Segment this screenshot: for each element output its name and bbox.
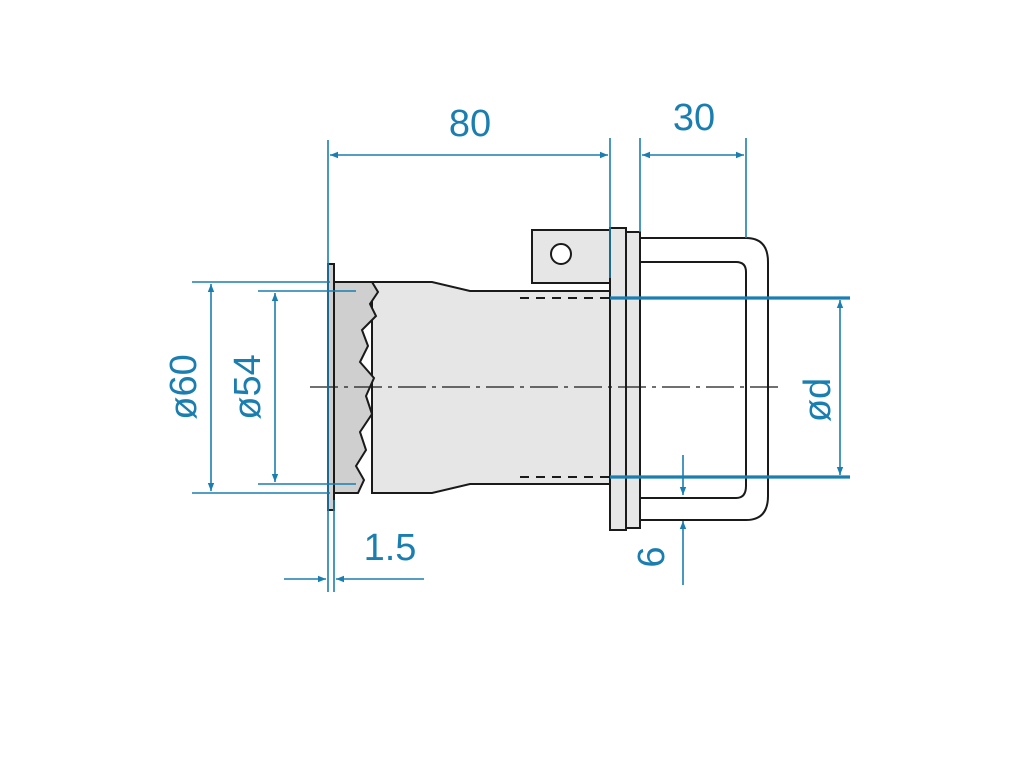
lug-hole [550, 243, 572, 265]
label-d54: ø54 [227, 354, 269, 419]
handle-outer [640, 237, 769, 521]
label-d60: ø60 [163, 354, 205, 419]
part-drawing [327, 227, 769, 531]
right-flange-inner [625, 231, 641, 529]
label-dd: ød [797, 378, 839, 422]
label-80: 80 [449, 103, 491, 145]
label-30: 30 [673, 97, 715, 139]
dimension-labels: 80 30 ø60 ø54 ød 1.5 6 [163, 97, 839, 569]
label-1-5: 1.5 [364, 527, 417, 569]
label-6: 6 [631, 546, 673, 567]
dimension-layer [192, 138, 850, 592]
handle-inner [640, 261, 747, 499]
right-flange-outer [609, 227, 627, 531]
